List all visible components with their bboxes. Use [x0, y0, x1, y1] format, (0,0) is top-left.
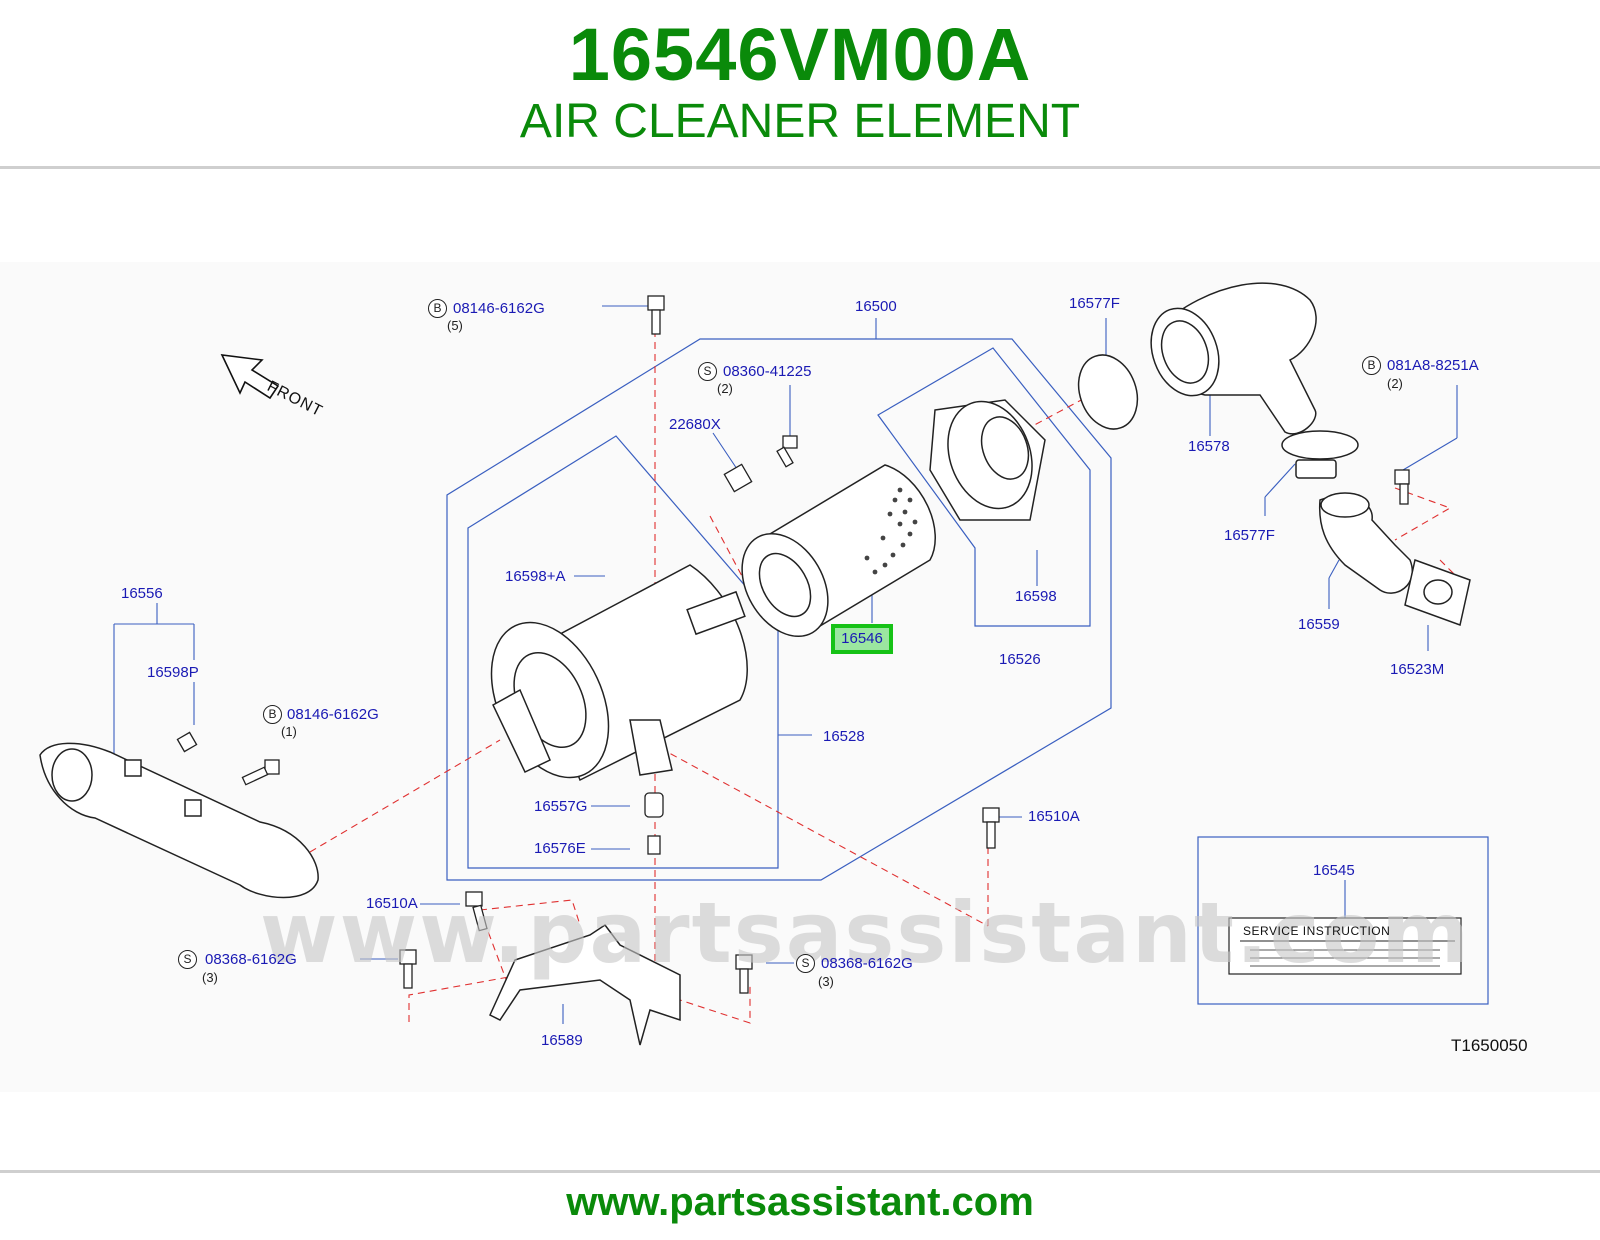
callout-16559[interactable]: 16559 [1298, 616, 1340, 633]
callout-16577f-bottom[interactable]: 16577F [1224, 527, 1275, 544]
watermark: www.partsassistant.com [260, 884, 1471, 982]
group-16528-outline [467, 435, 779, 869]
callout-16526[interactable]: 16526 [999, 651, 1041, 668]
group-16526-outline [877, 347, 1091, 627]
badge-s: S [796, 954, 815, 973]
service-instruction-label [1228, 917, 1462, 975]
callout-16510a-right[interactable]: 16510A [1028, 808, 1080, 825]
badge-b: B [428, 299, 447, 318]
callout-08146-6162g-left[interactable]: 08146-6162G [287, 706, 379, 723]
resonator-duct [1150, 282, 1317, 435]
highlighted-part-16546[interactable]: 16546 [831, 624, 893, 654]
callout-22680x[interactable]: 22680X [669, 416, 721, 433]
badge-s: S [178, 950, 197, 969]
service-instruction-text: SERVICE INSTRUCTION [1243, 924, 1391, 938]
qty-08368-right: (3) [818, 974, 834, 989]
part-number-title: 16546VM00A [568, 13, 1032, 96]
air-filter-element [741, 464, 936, 638]
callout-16598a[interactable]: 16598+A [505, 568, 566, 585]
callout-08146-6162g-top[interactable]: 08146-6162G [453, 300, 545, 317]
parts-diagram: www.partsassistant.com [0, 262, 1600, 1092]
badge-s: S [698, 362, 717, 381]
qty-08146-top: (5) [447, 318, 463, 333]
group-16545-outline [1197, 836, 1489, 1005]
part-name-subtitle: AIR CLEANER ELEMENT [519, 95, 1081, 148]
qty-08368-left: (3) [202, 970, 218, 985]
air-cleaner-body [490, 564, 748, 782]
group-16500-outline [446, 338, 1112, 881]
callout-16556[interactable]: 16556 [121, 585, 163, 602]
qty-081a8: (2) [1387, 376, 1403, 391]
callout-08368-6162g-right[interactable]: 08368-6162G [821, 955, 913, 972]
callout-16557g[interactable]: 16557G [534, 798, 588, 815]
air-duct [39, 742, 319, 899]
callout-16523m[interactable]: 16523M [1390, 661, 1445, 678]
footer-divider [0, 1170, 1600, 1173]
callout-16500[interactable]: 16500 [855, 298, 897, 315]
intake-adapter [1318, 492, 1471, 626]
badge-b: B [1362, 356, 1381, 375]
hose-clamps [1077, 354, 1359, 479]
callout-16510a-left[interactable]: 16510A [366, 895, 418, 912]
footer-website-link[interactable]: www.partsassistant.com [566, 1180, 1034, 1224]
callout-16598[interactable]: 16598 [1015, 588, 1057, 605]
callout-16598p[interactable]: 16598P [147, 664, 199, 681]
callout-16578[interactable]: 16578 [1188, 438, 1230, 455]
header-divider [0, 166, 1600, 169]
highlighted-part-label: 16546 [841, 630, 883, 647]
air-cleaner-cover [929, 399, 1046, 521]
page-header: 16546VM00A AIR CLEANER ELEMENT [0, 0, 1600, 168]
callout-16589[interactable]: 16589 [541, 1032, 583, 1049]
qty-08360: (2) [717, 381, 733, 396]
callout-08368-6162g-left[interactable]: 08368-6162G [205, 951, 297, 968]
qty-08146-left: (1) [281, 724, 297, 739]
callout-08360-41225[interactable]: 08360-41225 [723, 363, 812, 380]
mounting-bracket [489, 923, 681, 1046]
callout-16545[interactable]: 16545 [1313, 862, 1355, 879]
callout-16577f-top[interactable]: 16577F [1069, 295, 1120, 312]
bolts [176, 295, 1410, 994]
callout-16576e[interactable]: 16576E [534, 840, 586, 857]
badge-b: B [263, 705, 282, 724]
callout-081a8-8251a[interactable]: 081A8-8251A [1387, 357, 1479, 374]
drawing-code: T1650050 [1451, 1036, 1528, 1055]
callout-16528[interactable]: 16528 [823, 728, 865, 745]
diagram-drawing [39, 282, 1489, 1046]
front-arrow-icon [220, 354, 280, 400]
